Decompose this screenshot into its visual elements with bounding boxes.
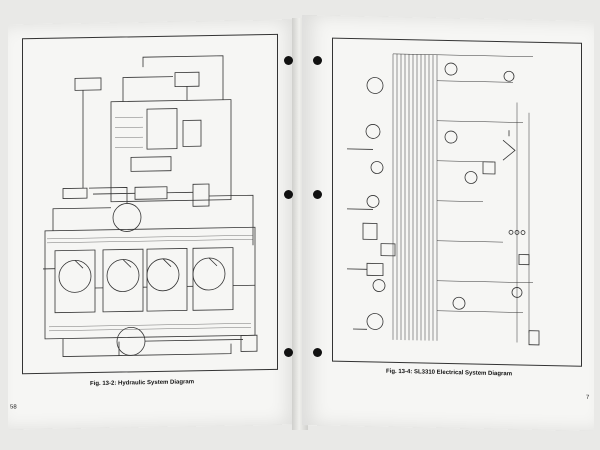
binder-hole-middle <box>284 190 293 199</box>
right-figure-caption: Fig. 13-4: SL3310 Electrical System Diag… <box>386 368 513 378</box>
hydraulic-schematic <box>43 55 258 357</box>
right-page: Fig. 13-4: SL3310 Electrical System Diag… <box>302 14 594 432</box>
left-page: Fig. 13-2: Hydraulic System Diagram 58 <box>8 19 298 430</box>
right-page-number: 7 <box>586 394 590 401</box>
binder-hole-middle-right <box>313 190 322 199</box>
binder-hole-top <box>284 56 293 65</box>
hydraulic-diagram-frame <box>22 33 278 375</box>
electrical-diagram-frame <box>332 37 582 367</box>
binder-hole-bottom <box>284 348 293 357</box>
binder-hole-top-right <box>313 56 322 65</box>
left-page-number: 58 <box>10 404 17 411</box>
electrical-schematic <box>347 53 540 346</box>
binder-hole-bottom-right <box>313 348 322 357</box>
left-figure-caption: Fig. 13-2: Hydraulic System Diagram <box>90 379 195 388</box>
